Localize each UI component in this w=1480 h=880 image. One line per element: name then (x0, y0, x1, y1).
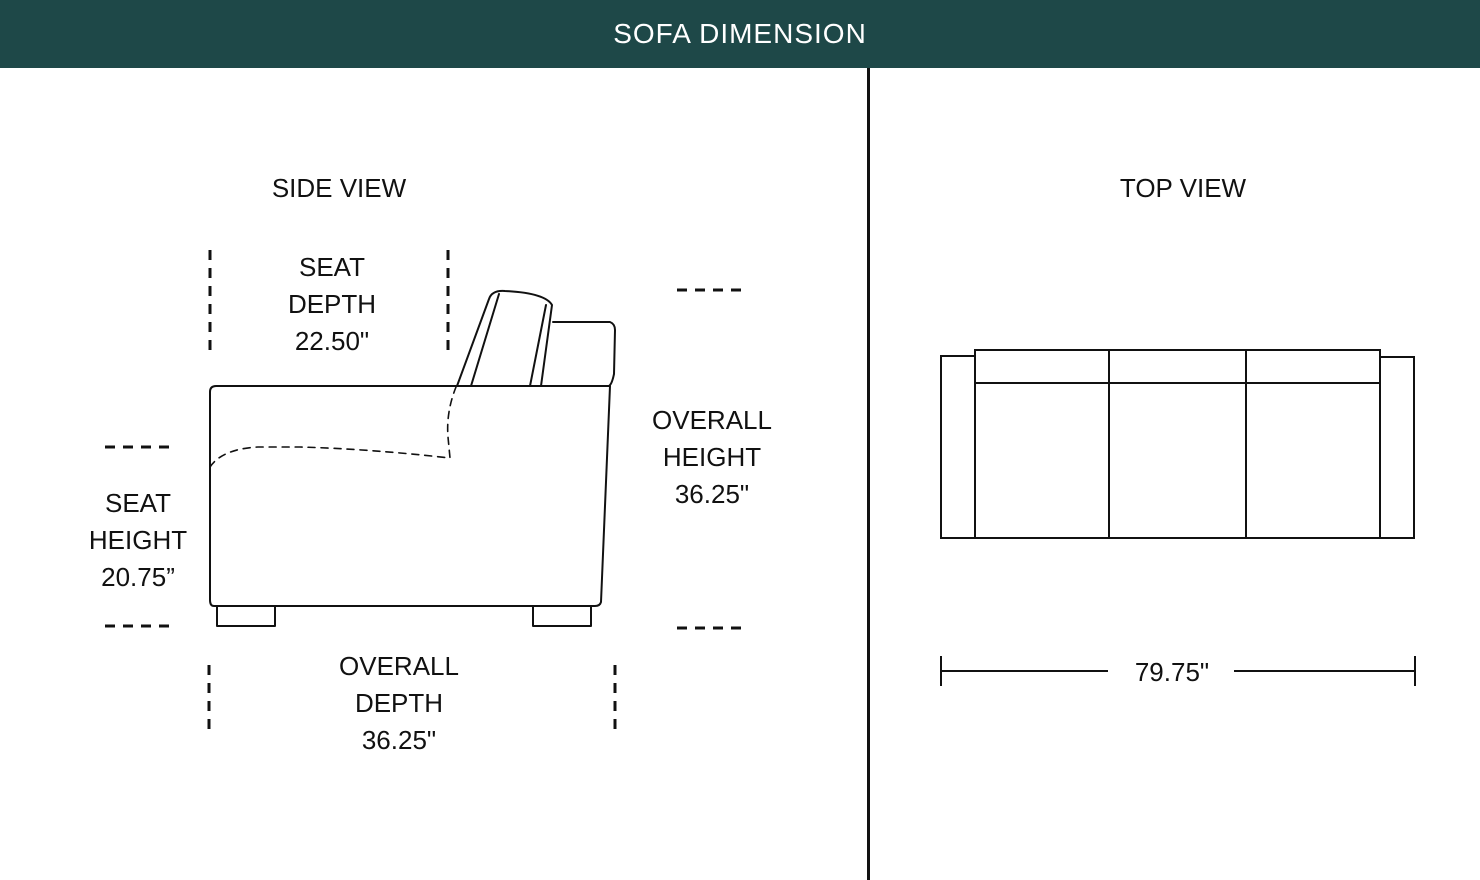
side-view-rear-leg (532, 605, 592, 627)
top-view-left-arm (940, 355, 976, 539)
seat-depth-label: SEAT DEPTH 22.50" (287, 252, 377, 356)
top-view-title: TOP VIEW (1119, 173, 1247, 203)
top-view-right-arm (1379, 356, 1415, 539)
overall-width-label: 79.75" (1134, 657, 1210, 687)
page-title: SOFA DIMENSION (613, 18, 867, 49)
overall-depth-label: OVERALL DEPTH 36.25" (339, 651, 459, 755)
panel-divider (867, 68, 870, 880)
side-view-rear-back (552, 321, 616, 387)
seat-height-label: SEAT HEIGHT 20.75” (88, 488, 188, 592)
side-view-front-leg (216, 605, 276, 627)
side-view-title: SIDE VIEW (271, 173, 407, 203)
side-view-back-cushion-front (529, 304, 547, 387)
side-view-back-cushion-inner (470, 293, 500, 387)
side-view-back-cushion (456, 289, 553, 387)
side-view-seat-cushion-outline (209, 386, 457, 468)
top-view-seat-area (974, 349, 1381, 539)
overall-height-label: OVERALL HEIGHT 36.25" (652, 405, 772, 509)
header-bar: SOFA DIMENSION (0, 0, 1480, 68)
side-view-body (209, 385, 611, 607)
